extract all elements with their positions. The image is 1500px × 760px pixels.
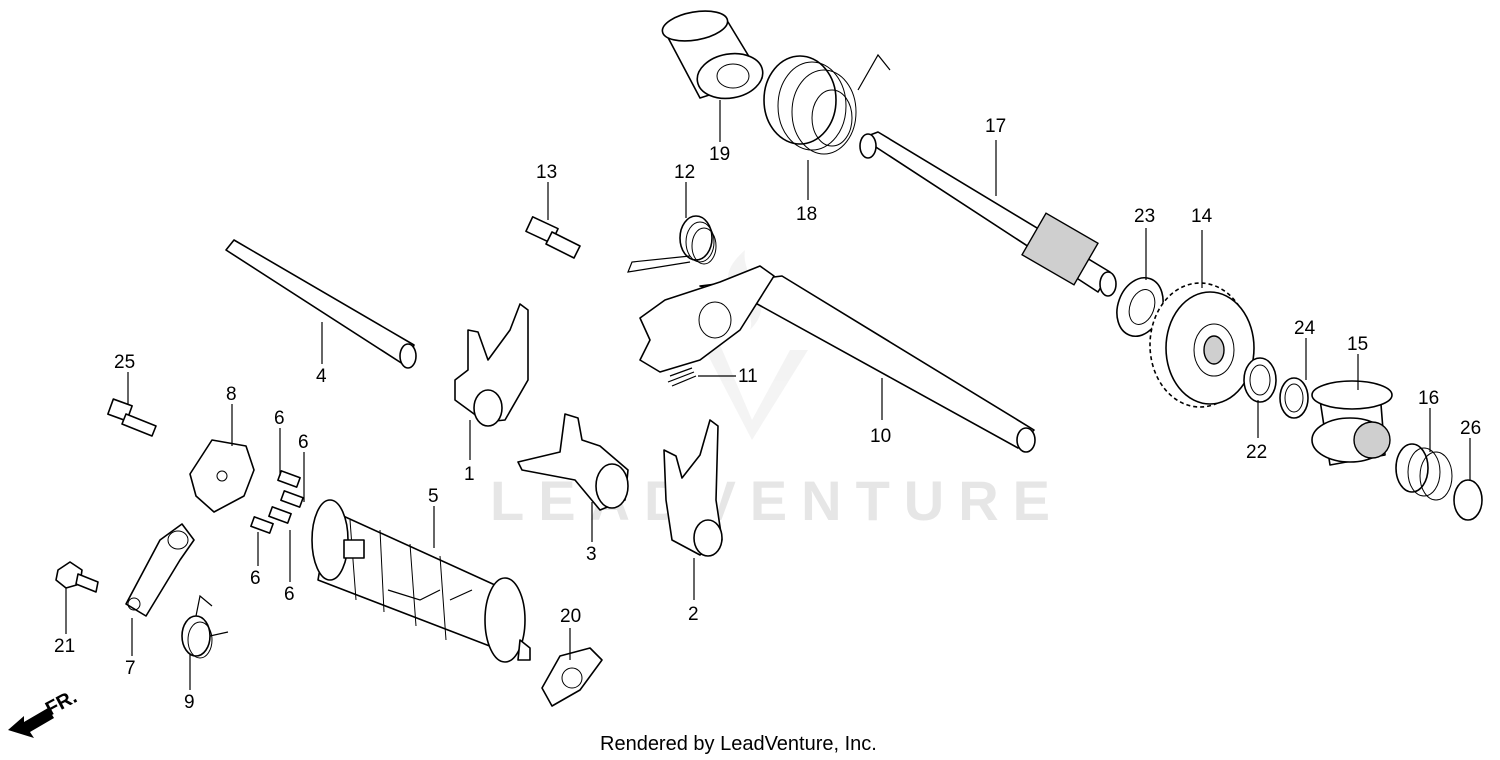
callout-24: 24: [1294, 318, 1316, 339]
part-24-circlip: [1279, 377, 1309, 419]
part-18-spring: [763, 53, 891, 155]
callout-22: 22: [1246, 442, 1267, 463]
callout-9: 9: [184, 692, 195, 713]
callout-5: 5: [428, 486, 439, 507]
callout-10: 10: [870, 426, 891, 447]
part-13-pin-bolt: [525, 216, 581, 259]
part-2-shift-fork: [663, 419, 723, 557]
part-10-gearshift-spindle: [639, 265, 1036, 453]
part-4-fork-shaft: [225, 239, 417, 369]
callout-6-a: 6: [274, 408, 285, 429]
callout-23: 23: [1134, 206, 1155, 227]
callout-12: 12: [674, 162, 695, 183]
callout-3: 3: [586, 544, 597, 565]
part-17-kick-shaft: [859, 131, 1117, 297]
callout-25: 25: [114, 352, 135, 373]
part-7-stopper-arm: [125, 523, 195, 617]
footer-credit: Rendered by LeadVenture, Inc.: [600, 733, 877, 755]
callout-18: 18: [796, 204, 817, 225]
callout-7: 7: [125, 658, 136, 679]
part-6-pins: [250, 470, 304, 534]
callout-1: 1: [464, 464, 475, 485]
callout-20: 20: [560, 606, 581, 627]
part-1-shift-fork: [454, 303, 529, 427]
callout-19: 19: [709, 144, 730, 165]
part-22-washer: [1243, 357, 1277, 403]
callout-15: 15: [1347, 334, 1368, 355]
callout-26: 26: [1460, 418, 1481, 439]
part-14-gear: [1149, 282, 1255, 408]
part-26-circlip: [1453, 479, 1483, 521]
part-8-cam-plate: [189, 439, 255, 513]
fr-arrow-icon: FR.: [8, 686, 81, 738]
part-21-bolt: [55, 561, 99, 593]
callout-13: 13: [536, 162, 557, 183]
part-5-shift-drum: [311, 499, 531, 663]
callout-14: 14: [1191, 206, 1213, 227]
part-25-bolt: [107, 398, 157, 437]
callout-6-c: 6: [250, 568, 261, 589]
part-20-stopper-plate: [541, 647, 603, 707]
part-12-return-spring: [627, 215, 717, 273]
part-16-spring: [1395, 443, 1453, 501]
callout-8: 8: [226, 384, 237, 405]
callout-6-d: 6: [284, 584, 295, 605]
callout-16: 16: [1418, 388, 1439, 409]
part-19-sleeve: [661, 10, 764, 100]
part-9-spring: [181, 594, 229, 659]
callout-11: 11: [738, 366, 758, 387]
leader-lines: [65, 100, 1471, 690]
callout-4: 4: [316, 366, 327, 387]
part-11-spring: [667, 367, 697, 387]
callout-2: 2: [688, 604, 699, 625]
callout-21: 21: [54, 636, 75, 657]
callout-6-b: 6: [298, 432, 309, 453]
callout-17: 17: [985, 116, 1006, 137]
part-3-shift-fork: [517, 413, 629, 511]
part-15-ratchet: [1311, 380, 1393, 466]
